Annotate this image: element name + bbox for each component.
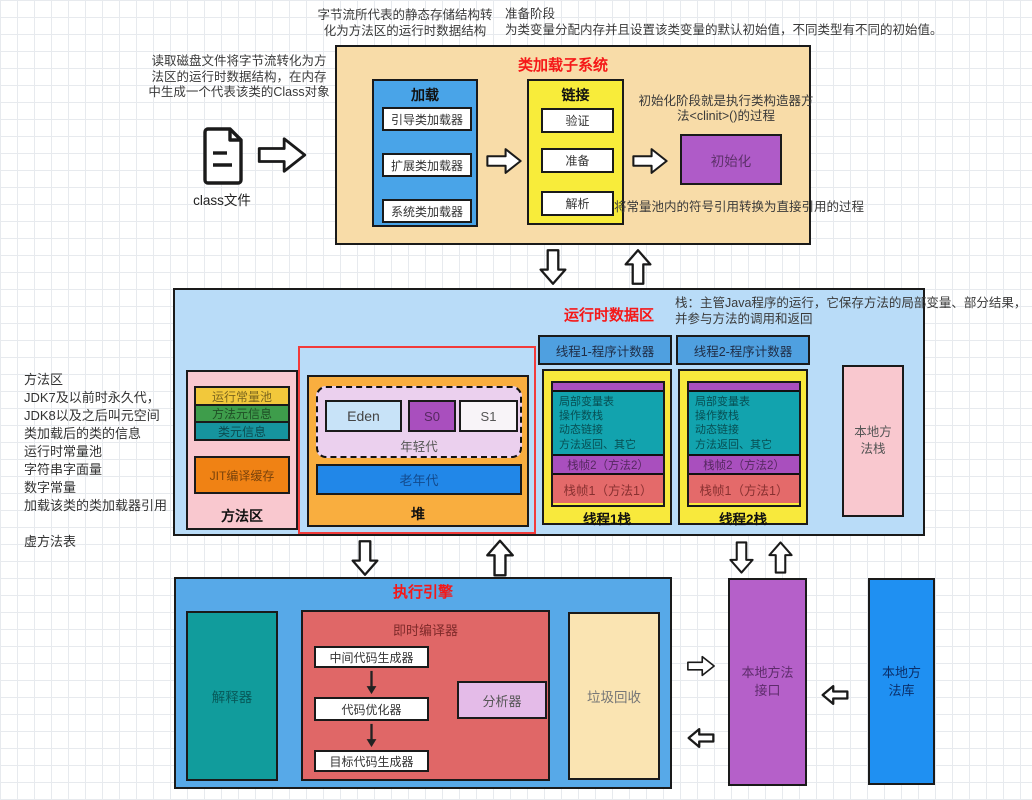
- flow-arrow-down-runtime-nativeif-icon: [729, 541, 754, 574]
- thread2-frame-group: 局部变量表 操作数栈 动态链接 方法返回、其它 栈帧2（方法2） 栈帧1（方法1…: [687, 381, 801, 507]
- runtime-title: 运行时数据区: [564, 307, 655, 324]
- thread1-stack-box: 局部变量表 操作数栈 动态链接 方法返回、其它 栈帧2（方法2） 栈帧1（方法1…: [542, 369, 672, 527]
- frame-strip: [689, 383, 799, 392]
- initialization-box: 初始化: [680, 134, 782, 185]
- runtime-constant-pool-box: 运行常量池: [194, 386, 290, 406]
- method-area-box: 运行常量池 方法元信息 类元信息 JIT编译缓存 方法区: [186, 370, 298, 530]
- loading-box: 加载 引导类加载器 扩展类加载器 系统类加载器: [372, 79, 478, 227]
- garbage-collection-box: 垃圾回收: [568, 612, 660, 780]
- initialization-label: 初始化: [710, 153, 752, 169]
- thread2-stack-label: 线程2栈: [718, 512, 767, 527]
- thread1-stack-label: 线程1栈: [582, 512, 631, 527]
- frame-strip: [553, 383, 663, 392]
- stack-note: 栈：主管Java程序的运行，它保存方法的局部变量、部分结果， 并参与方法的调用和…: [675, 296, 1027, 326]
- system-classloader-box: 系统类加载器: [382, 199, 472, 223]
- class-meta-box: 类元信息: [194, 421, 290, 441]
- native-method-library-box: 本地方 法库: [868, 578, 935, 785]
- engine-title: 执行引擎: [392, 584, 453, 601]
- class-loader-subsystem: 类加载子系统 加载 引导类加载器 扩展类加载器 系统类加载器 链接 验证 准备 …: [335, 45, 864, 245]
- frame-info: 局部变量表 操作数栈 动态链接 方法返回、其它: [689, 392, 799, 456]
- prepare-box: 准备: [541, 148, 614, 173]
- eden-box: Eden: [325, 400, 402, 432]
- stack-frame1: 栈帧1（方法1）: [689, 475, 799, 503]
- flow-arrow-up-runtime-subsystem-icon: [624, 249, 652, 285]
- thread1-frame-group: 局部变量表 操作数栈 动态链接 方法返回、其它 栈帧2（方法2） 栈帧1（方法1…: [551, 381, 665, 507]
- resolve-box: 解析: [541, 191, 614, 216]
- flow-arrow-down-subsystem-runtime-icon: [539, 249, 567, 285]
- flow-arrow-engine-to-nativeif-icon: [687, 655, 715, 677]
- young-generation-box: Eden S0 S1 年轻代: [316, 386, 522, 458]
- stack-frame2: 栈帧2（方法2）: [553, 456, 663, 475]
- flow-arrow-down-runtime-engine-icon: [351, 540, 379, 576]
- target-codegen-box: 目标代码生成器: [314, 750, 429, 772]
- heap-outline: Eden S0 S1 年轻代 老年代 堆: [298, 346, 536, 534]
- method-area-label: 方法区: [221, 508, 263, 524]
- method-area-note: 方法区 JDK7及以前时永久代， JDK8以及之后叫元空间 类加载后的类的信息 …: [24, 372, 168, 549]
- extension-classloader-box: 扩展类加载器: [382, 153, 472, 177]
- code-optimizer-box: 代码优化器: [314, 697, 429, 721]
- thread2-stack-box: 局部变量表 操作数栈 动态链接 方法返回、其它 栈帧2（方法2） 栈帧1（方法1…: [678, 369, 808, 527]
- thread2-pc-box: 线程2-程序计数器: [676, 335, 810, 365]
- heap-box: Eden S0 S1 年轻代 老年代 堆: [307, 375, 529, 527]
- verify-box: 验证: [541, 108, 614, 133]
- linking-title: 链接: [561, 87, 590, 103]
- flow-arrow-nativeif-to-engine-icon: [687, 728, 715, 748]
- prepare-phase-note: 准备阶段 为类变量分配内存并且设置该类变量的默认初始值，不同类型有不同的初始值。: [505, 7, 943, 37]
- stack-frame2: 栈帧2（方法2）: [689, 456, 799, 475]
- init-phase-note: 初始化阶段就是执行类构造器方 法<clinit>()的过程: [638, 94, 814, 123]
- bootstrap-classloader-box: 引导类加载器: [382, 107, 472, 131]
- flow-arrow-up-nativeif-runtime-icon: [768, 541, 793, 574]
- jit-compiler-box: 即时编译器 中间代码生成器 代码优化器 目标代码生成器 分析器: [301, 610, 550, 781]
- subsystem-title: 类加载子系统: [518, 57, 609, 74]
- jit-title: 即时编译器: [392, 623, 458, 638]
- stack-frame1: 栈帧1（方法1）: [553, 475, 663, 503]
- runtime-data-area: 运行时数据区 栈：主管Java程序的运行，它保存方法的局部变量、部分结果， 并参…: [173, 288, 1026, 536]
- native-method-interface-box: 本地方法 接口: [728, 578, 807, 786]
- linking-box: 链接 验证 准备 解析: [527, 79, 624, 225]
- young-generation-label: 年轻代: [400, 440, 438, 454]
- class-file-label: class文件: [193, 193, 251, 208]
- thread1-pc-box: 线程1-程序计数器: [538, 335, 672, 365]
- loading-title: 加载: [411, 87, 439, 103]
- read-disk-note: 读取磁盘文件将字节流转化为方 法区的运行时数据结构，在内存 中生成一个代表该类的…: [148, 54, 330, 99]
- class-file-icon: [203, 127, 243, 185]
- flow-arrow-nativelib-to-nativeif-icon: [821, 685, 849, 705]
- old-generation-box: 老年代: [316, 464, 522, 495]
- resolve-note: 将常量池内的符号引用转换为直接引用的过程: [614, 200, 865, 214]
- flow-arrow-loading-to-linking-icon: [486, 148, 522, 174]
- jit-cache-box: JIT编译缓存: [194, 456, 290, 494]
- bytestream-note: 字节流所代表的静态存储结构转 化为方法区的运行时数据结构: [317, 8, 493, 38]
- flow-arrow-up-engine-runtime-icon: [486, 539, 514, 577]
- interpreter-box: 解释器: [186, 611, 278, 781]
- frame-info: 局部变量表 操作数栈 动态链接 方法返回、其它: [553, 392, 663, 456]
- connector-arrow-icon: [366, 670, 377, 695]
- flow-arrow-linking-to-init-icon: [632, 148, 668, 174]
- intermediate-codegen-box: 中间代码生成器: [314, 646, 429, 668]
- native-method-stack-box: 本地方 法栈: [842, 365, 904, 517]
- s1-box: S1: [459, 400, 518, 432]
- flow-arrow-classfile-to-subsystem-icon: [257, 137, 307, 173]
- s0-box: S0: [408, 400, 456, 432]
- heap-label: 堆: [411, 506, 425, 522]
- profiler-box: 分析器: [457, 681, 547, 719]
- connector-arrow-icon: [366, 723, 377, 748]
- execution-engine: 执行引擎 解释器 即时编译器 中间代码生成器 代码优化器 目标代码生成器 分析器…: [174, 577, 672, 789]
